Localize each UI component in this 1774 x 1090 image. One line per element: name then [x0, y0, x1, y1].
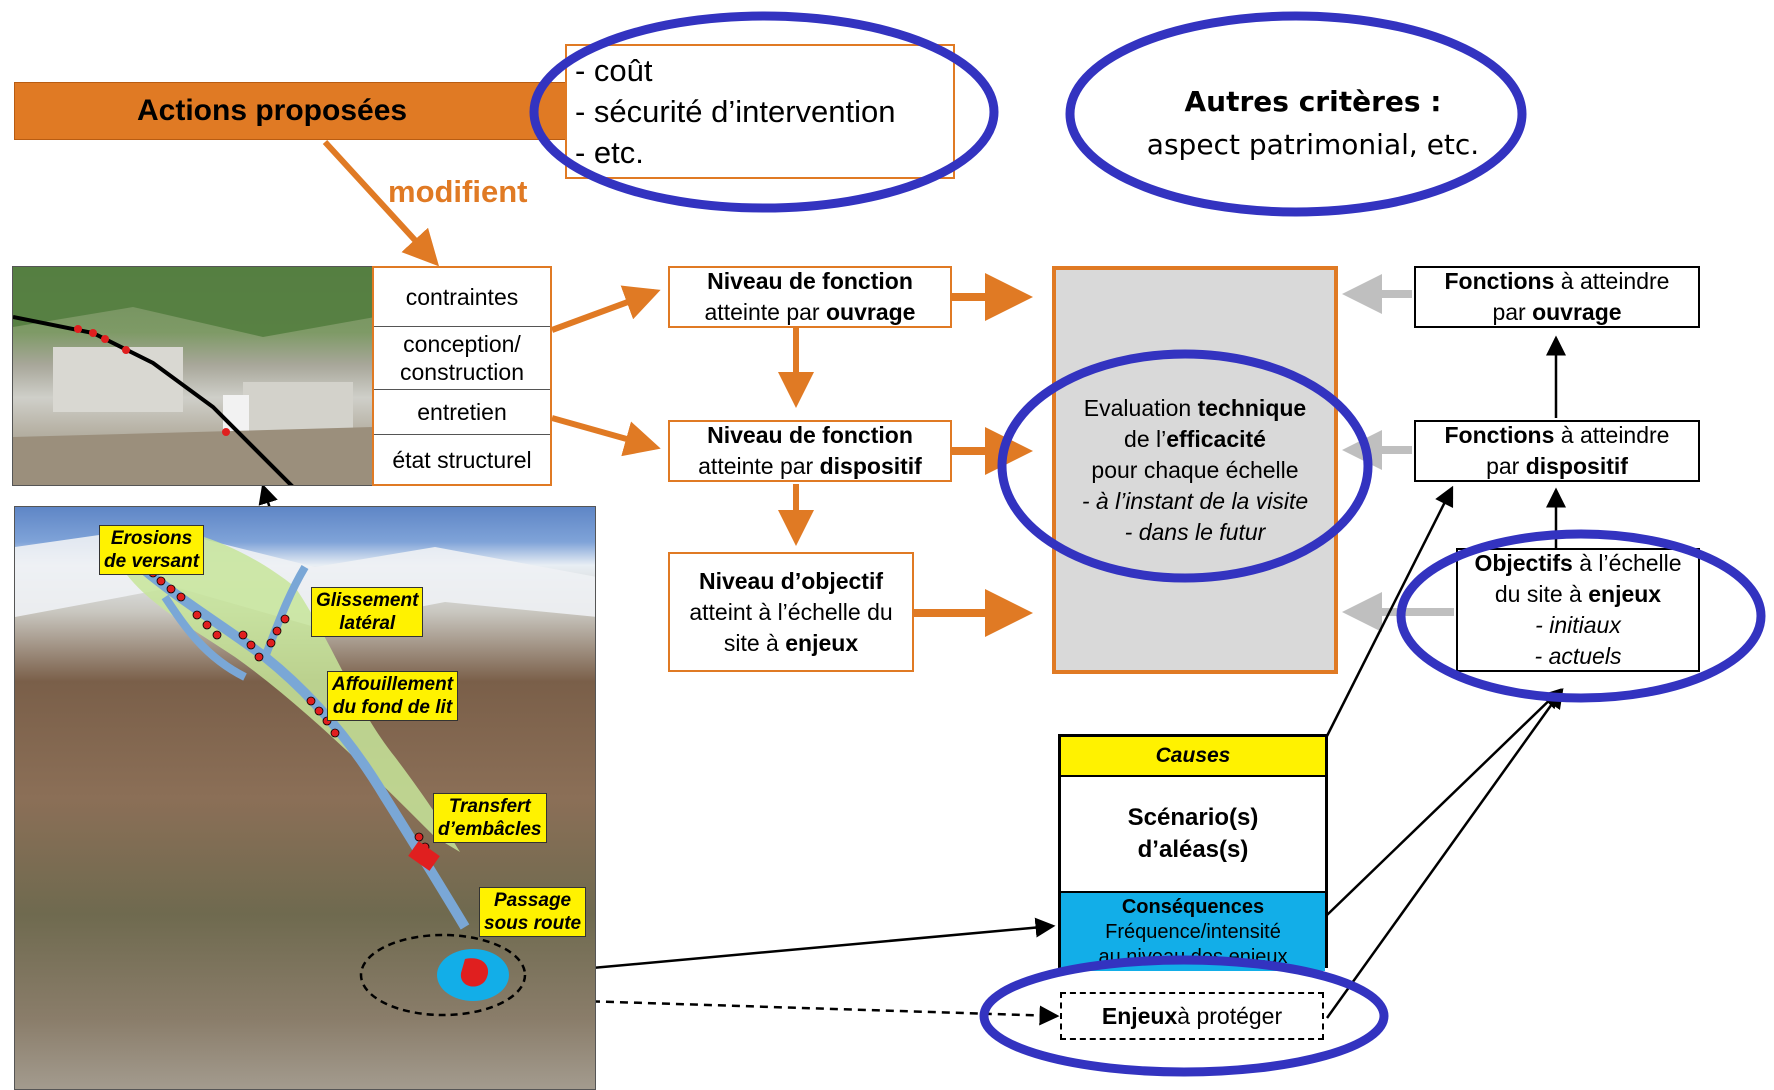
- fonctions-dispositif-title: Fonctions: [1444, 422, 1555, 448]
- autres-title: Autres critères :: [1184, 85, 1442, 118]
- label-erosions: Erosions de versant: [99, 525, 205, 575]
- level-dispositif-emph: dispositif: [819, 453, 922, 479]
- actions-banner: Actions proposées: [14, 82, 579, 140]
- level-objectif-line2: atteint à l’échelle du: [689, 598, 893, 625]
- dam-illustration: [13, 267, 373, 485]
- objectifs-du-site: du site à: [1494, 581, 1589, 607]
- autres-text: aspect patrimonial, etc.: [1146, 128, 1480, 161]
- criteria-cout: - coût: [575, 53, 653, 88]
- fonctions-ouvrage-text: à atteindre: [1554, 268, 1670, 294]
- level-ouvrage-emph: ouvrage: [825, 299, 916, 325]
- level-objectif-line3: site à: [723, 629, 786, 656]
- evaluation-box: Evaluation technique de l’efficacité pou…: [1052, 266, 1338, 674]
- scenario-box: Causes Scénario(s) d’aléas(s) Conséquenc…: [1058, 734, 1328, 971]
- scenario-title-1: Scénario(s): [1127, 804, 1259, 831]
- factors-box: contraintes conception/ construction ent…: [372, 266, 552, 486]
- site-enjeux-dashed: [359, 933, 527, 1017]
- criteria-securite: - sécurité d’intervention: [575, 94, 896, 129]
- arrow-actions-modifient: [322, 139, 440, 267]
- level-objectif-line1: Niveau d’objectif: [698, 567, 884, 594]
- level-objectif-box: Niveau d’objectif atteint à l’échelle du…: [668, 552, 914, 672]
- causes-label: Causes: [1155, 744, 1231, 767]
- enjeux-text: à protéger: [1177, 1002, 1283, 1029]
- label-affouillement: Affouillement du fond de lit: [327, 671, 459, 721]
- label-glissement-1: Glissement: [316, 590, 419, 611]
- arrow-enjeux-objectifs: [1325, 687, 1564, 1019]
- eval-line5: - dans le futur: [1124, 518, 1266, 545]
- enjeux-box: Enjeux à protéger: [1060, 992, 1324, 1040]
- eval-efficacite: efficacité: [1166, 425, 1266, 452]
- level-objectif-emph: enjeux: [785, 629, 859, 656]
- enjeux-title: Enjeux: [1101, 1002, 1178, 1029]
- label-affouillement-1: Affouillement: [332, 674, 454, 695]
- label-glissement-2: latéral: [339, 613, 396, 634]
- level-ouvrage-line2: atteinte par: [704, 299, 826, 325]
- objectifs-enjeux: enjeux: [1588, 581, 1662, 607]
- factor-entretien: entretien: [374, 390, 550, 435]
- eval-line3: pour chaque échelle: [1091, 456, 1299, 483]
- consequences-line2: au niveau des enjeux: [1098, 946, 1288, 968]
- label-transfert-2: d’embâcles: [438, 819, 542, 840]
- factor-etat-structurel: état structurel: [392, 447, 532, 473]
- fonctions-dispositif-emph: dispositif: [1525, 453, 1628, 479]
- fonctions-ouvrage-title: Fonctions: [1444, 268, 1555, 294]
- fonctions-dispositif-par: par: [1486, 453, 1526, 479]
- causes-band: Causes: [1061, 737, 1325, 777]
- label-passage-1: Passage: [494, 890, 572, 911]
- objectifs-actuels: - actuels: [1534, 643, 1622, 669]
- label-erosions-1: Erosions: [110, 528, 193, 549]
- fonctions-dispositif-text: à atteindre: [1554, 422, 1670, 448]
- actions-title: Actions proposées: [137, 94, 408, 127]
- label-passage: Passage sous route: [479, 887, 587, 937]
- fonctions-ouvrage-par: par: [1492, 299, 1533, 325]
- label-erosions-2: de versant: [104, 551, 200, 572]
- factor-conception: conception/ construction: [374, 327, 550, 390]
- level-ouvrage-box: Niveau de fonction atteinte par ouvrage: [668, 266, 952, 328]
- arrow-consequences-objectifs: [1326, 688, 1562, 916]
- scenario-center: Scénario(s) d’aléas(s): [1061, 777, 1325, 893]
- label-glissement: Glissement latéral: [311, 587, 424, 637]
- label-transfert: Transfert d’embâcles: [433, 793, 547, 843]
- eval-line2: de l’: [1124, 425, 1167, 452]
- eval-line1: Evaluation: [1083, 394, 1198, 421]
- objectifs-box: Objectifs à l’échelle du site à enjeux -…: [1456, 548, 1700, 672]
- consequences-line1: Fréquence/intensité: [1105, 921, 1281, 943]
- objectifs-text: à l’échelle: [1572, 550, 1682, 576]
- arrow-scenario-dispositif: [1325, 485, 1454, 737]
- level-ouvrage-line1: Niveau de fonction: [707, 268, 913, 294]
- modifient-label: modifient: [388, 174, 528, 209]
- arrow-site-consequences: [514, 917, 1056, 977]
- fonctions-ouvrage-emph: ouvrage: [1532, 299, 1622, 325]
- eval-technique: technique: [1197, 394, 1307, 421]
- criteria-etc: - etc.: [575, 135, 644, 170]
- fonctions-ouvrage-box: Fonctions à atteindre par ouvrage: [1414, 266, 1700, 328]
- arrow-site-enjeux: [549, 998, 1060, 1026]
- level-dispositif-line1: Niveau de fonction: [707, 422, 913, 448]
- consequences-label: Conséquences: [1121, 896, 1265, 918]
- level-dispositif-box: Niveau de fonction atteinte par disposit…: [668, 420, 952, 482]
- objectifs-title: Objectifs: [1474, 550, 1573, 576]
- objectifs-initiaux: - initiaux: [1535, 612, 1621, 638]
- factor-contraintes: contraintes: [374, 268, 550, 327]
- arrow-factors-dispositif: [551, 415, 661, 457]
- fonctions-dispositif-box: Fonctions à atteindre par dispositif: [1414, 420, 1700, 482]
- autres-criteres: Autres critères : aspect patrimonial, et…: [1068, 80, 1558, 166]
- arrow-factors-ouvrage: [550, 285, 661, 333]
- consequences-band: Conséquences Fréquence/intensité au nive…: [1061, 893, 1325, 971]
- level-dispositif-line2: atteinte par: [698, 453, 820, 479]
- catchment-photo: Erosions de versant Glissement latéral A…: [14, 506, 596, 1090]
- label-transfert-1: Transfert: [448, 796, 531, 817]
- label-affouillement-2: du fond de lit: [332, 697, 453, 718]
- scenario-title-2: d’aléas(s): [1137, 836, 1249, 863]
- dam-photo: [12, 266, 374, 486]
- label-passage-2: sous route: [484, 913, 582, 934]
- eval-line4: - à l’instant de la visite: [1081, 487, 1309, 514]
- criteria-box: - coût - sécurité d’intervention - etc.: [565, 44, 955, 179]
